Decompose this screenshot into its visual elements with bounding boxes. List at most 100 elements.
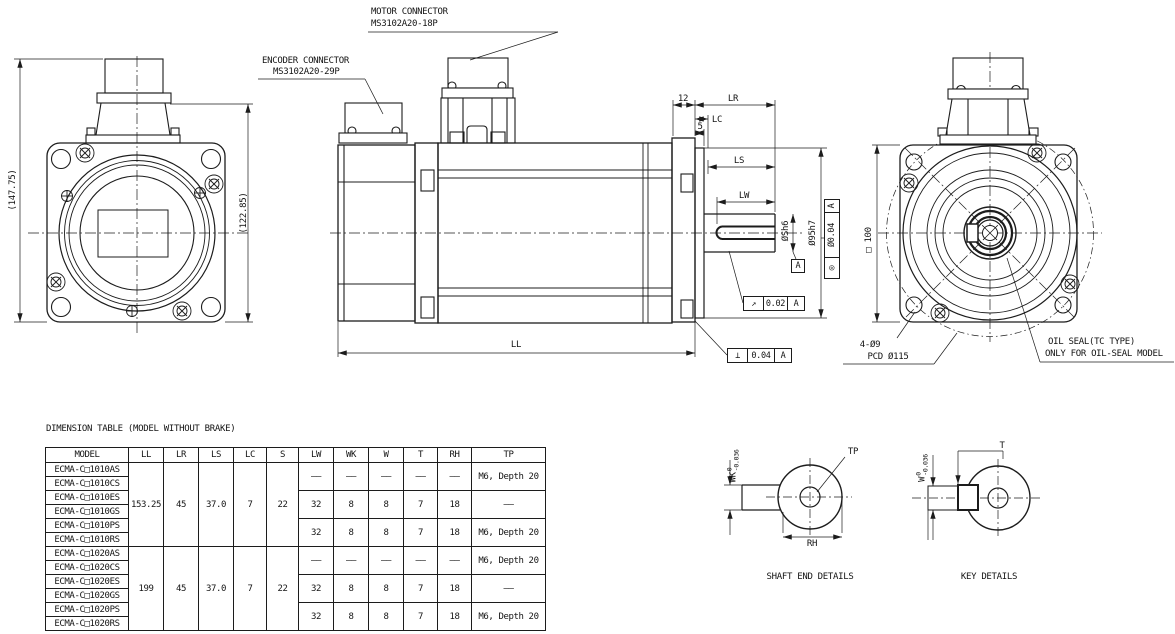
front-view-dims	[14, 58, 253, 323]
lw-cell: 32	[298, 602, 334, 631]
dim-ll: LL	[510, 340, 522, 350]
runout-icon: ↗	[744, 297, 764, 310]
bolt-note-line1: 4-Ø9	[859, 340, 881, 350]
dim-ls: LS	[733, 156, 745, 166]
column-header: LS	[198, 447, 234, 463]
s-cell: 22	[266, 546, 299, 631]
encoder-connector-part: MS3102A20-29P	[273, 67, 340, 77]
dim-shaft-diameter: ØSh6	[781, 220, 791, 242]
ls-cell: 37.0	[198, 546, 234, 631]
tp-label: TP	[847, 447, 859, 457]
oil-seal-note-line2: ONLY FOR OIL-SEAL MODEL	[1045, 349, 1163, 359]
table-row: ECMA-C□1020RS	[45, 616, 546, 631]
table-row: ECMA-C□1010ES 32 8 8 7 18 ——	[45, 490, 546, 519]
wk-cell: 8	[333, 518, 369, 547]
perpendicularity-value: 0.04	[748, 349, 775, 362]
dim-body-height: (122.85)	[239, 192, 249, 234]
label-leaders	[258, 31, 559, 115]
rh-cell: 18	[437, 518, 472, 547]
w-cell: 8	[368, 518, 404, 547]
t-cell: 7	[403, 518, 438, 547]
dimension-table-title: DIMENSION TABLE (MODEL WITHOUT BRAKE)	[46, 424, 236, 434]
lr-cell: 45	[163, 546, 199, 631]
ls-cell: 37.0	[198, 462, 234, 547]
table-row: ECMA-C□1020ES 32 8 8 7 18 ——	[45, 574, 546, 603]
rh-cell: 18	[437, 490, 472, 519]
rh-cell: 18	[437, 574, 472, 603]
ll-cell: 199	[128, 546, 164, 631]
column-header: S	[266, 447, 299, 463]
model-cell: ECMA-C□1010GS	[45, 504, 129, 519]
wk-cell: ——	[333, 546, 369, 575]
column-header: TP	[471, 447, 546, 463]
model-cell: ECMA-C□1010RS	[45, 532, 129, 547]
datum-flag-a: A	[791, 259, 805, 273]
lw-cell: ——	[298, 546, 334, 575]
w-cell: ——	[368, 462, 404, 491]
dim-pilot-diameter: Ø95h7	[808, 220, 818, 246]
shaft-end-detail	[724, 456, 846, 540]
model-cell: ECMA-C□1010CS	[45, 476, 129, 491]
rh-cell: ——	[437, 546, 472, 575]
t-cell: ——	[403, 462, 438, 491]
table-row: ECMA-C□1020AS 199 45 37.0 7 22 —— —— —— …	[45, 546, 546, 631]
s-cell: 22	[266, 462, 299, 547]
dimension-table: MODEL LL LR LS LC S LW WK W T RH TP ECMA…	[45, 447, 546, 631]
fcf-perpendicularity: ⊥ 0.04 A	[727, 348, 792, 363]
motor-connector-label: MOTOR CONNECTOR	[371, 7, 448, 17]
lw-cell: 32	[298, 518, 334, 547]
dim-lr: LR	[727, 94, 739, 104]
fcf-concentricity: A Ø0.04 ◎	[824, 199, 840, 279]
table-row: ECMA-C□1010PS 32 8 8 7 18 M6, Depth 20	[45, 518, 546, 547]
dim-lc: LC	[711, 115, 723, 125]
table-row: ECMA-C□1010AS 153.25 45 37.0 7 22 —— —— …	[45, 462, 546, 547]
perpendicularity-icon: ⊥	[728, 349, 748, 362]
model-cell: ECMA-C□1010AS	[45, 462, 129, 477]
lw-cell: 32	[298, 490, 334, 519]
column-header: LC	[233, 447, 267, 463]
perpendicularity-datum: A	[780, 350, 786, 361]
w-cell: ——	[368, 546, 404, 575]
front-view	[46, 58, 226, 323]
side-view	[337, 57, 776, 324]
concentricity-icon: ◎	[827, 265, 837, 271]
motor-connector-part: MS3102A20-18P	[371, 19, 438, 29]
dim-flange-square: □ 100	[864, 227, 874, 253]
wk-cell: ——	[333, 462, 369, 491]
model-cell: ECMA-C□1020RS	[45, 616, 129, 631]
tp-cell: M6, Depth 20	[471, 546, 546, 575]
shaft-end-detail-title: SHAFT END DETAILS	[766, 572, 854, 582]
rh-cell: ——	[437, 462, 472, 491]
t-cell: 7	[403, 602, 438, 631]
oil-seal-note-line1: OIL SEAL(TC TYPE)	[1048, 337, 1136, 347]
lc-cell: 7	[233, 462, 267, 547]
column-header: T	[403, 447, 438, 463]
wk-cell: 8	[333, 602, 369, 631]
concentricity-value: Ø0.04	[827, 222, 837, 248]
tp-cell: M6, Depth 20	[471, 518, 546, 547]
tp-cell: ——	[471, 490, 546, 519]
column-header: RH	[437, 447, 472, 463]
model-cell: ECMA-C□1020PS	[45, 602, 129, 617]
runout-value: 0.02	[764, 297, 788, 310]
t-label: T	[999, 441, 1005, 451]
runout-datum: A	[793, 298, 799, 309]
w-cell: 8	[368, 574, 404, 603]
rh-cell: 18	[437, 602, 472, 631]
column-header: LR	[163, 447, 199, 463]
t-cell: ——	[403, 546, 438, 575]
column-header: WK	[333, 447, 369, 463]
column-header: LL	[128, 447, 164, 463]
rear-view-dims	[843, 144, 1174, 365]
lr-cell: 45	[163, 462, 199, 547]
concentricity-datum: A	[827, 203, 837, 209]
encoder-connector-label: ENCODER CONNECTOR	[262, 56, 350, 66]
table-row: ECMA-C□1020PS 32 8 8 7 18 M6, Depth 20	[45, 602, 546, 631]
w-cell: 8	[368, 490, 404, 519]
key-detail-title: KEY DETAILS	[960, 572, 1018, 582]
dim-12: 12	[677, 94, 689, 104]
